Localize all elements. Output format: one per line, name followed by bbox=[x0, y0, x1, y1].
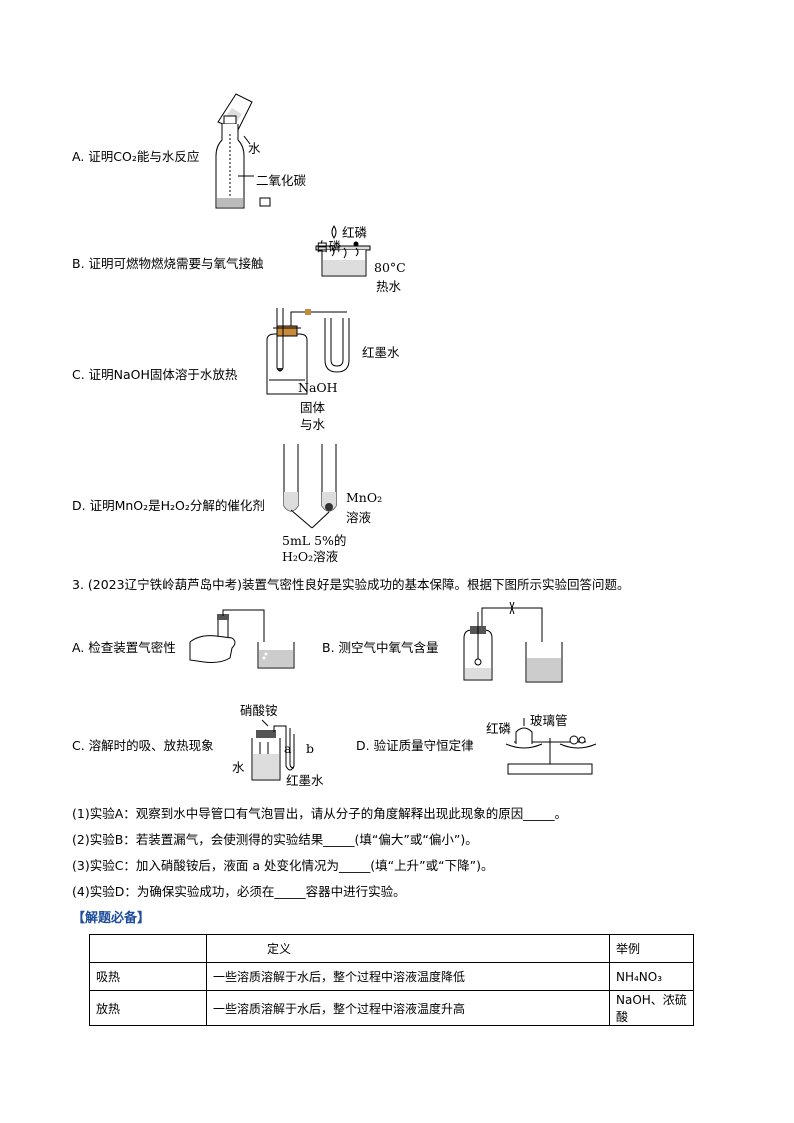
exp-a-text: A. 检查装置气密性 bbox=[72, 640, 176, 655]
subquestion-3: (3)实验C：加入硝酸铵后，液面 a 处变化情况为_____(填“上升”或“下降… bbox=[72, 858, 494, 873]
balance-diagram bbox=[505, 718, 597, 775]
table-cell: NH₄NO₃ bbox=[609, 962, 694, 991]
option-c-text: C. 证明NaOH固体溶于水放热 bbox=[72, 367, 238, 382]
label-h2o2: H₂O₂溶液 bbox=[282, 549, 339, 564]
exp-d-text: D. 验证质量守恒定律 bbox=[356, 738, 474, 753]
label-white-p: 白磷 bbox=[316, 239, 342, 254]
heat-table: 定义 举例 吸热 一些溶质溶解于水后，整个过程中溶液温度降低 NH₄NO₃ 放热… bbox=[89, 934, 694, 1026]
label-water-a: 水 bbox=[248, 141, 261, 156]
label-water-c: 水 bbox=[232, 760, 245, 775]
label-solid: 固体 bbox=[300, 400, 326, 415]
label-hot-water: 热水 bbox=[376, 279, 402, 294]
table-cell: NaOH、浓硫酸 bbox=[609, 990, 694, 1026]
label-red-ink-c: 红墨水 bbox=[362, 345, 400, 360]
label-red-p-d: 红磷 bbox=[486, 721, 512, 736]
table-header-row: 定义 举例 bbox=[89, 934, 694, 963]
oxygen-content-diagram bbox=[463, 601, 563, 683]
test-tubes-diagram bbox=[283, 444, 337, 529]
table-row: 吸热 一些溶质溶解于水后，整个过程中溶液温度降低 NH₄NO₃ bbox=[89, 962, 694, 991]
label-temp: 80°C bbox=[374, 260, 406, 275]
table-header-cell bbox=[89, 934, 207, 963]
option-a-text: A. 证明CO₂能与水反应 bbox=[72, 149, 200, 164]
subquestion-1: (1)实验A：观察到水中导管口有气泡冒出，请从分子的角度解释出现此现象的原因__… bbox=[72, 806, 568, 821]
label-5ml: 5mL 5%的 bbox=[282, 533, 347, 548]
naoh-heat-diagram bbox=[266, 308, 350, 395]
label-with-water: 与水 bbox=[300, 417, 326, 432]
table-header-cell: 举例 bbox=[609, 934, 694, 963]
subquestion-2: (2)实验B：若装置漏气，会使测得的实验结果_____(填“偏大”或“偏小”)。 bbox=[72, 832, 478, 847]
label-naoh: NaOH bbox=[298, 380, 338, 395]
table-cell: 一些溶质溶解于水后，整个过程中溶液温度降低 bbox=[206, 962, 610, 991]
section-title: 【解题必备】 bbox=[72, 911, 151, 926]
combustion-beaker-diagram bbox=[315, 225, 371, 277]
label-a: a bbox=[284, 741, 292, 756]
table-cell: 吸热 bbox=[89, 962, 207, 991]
label-solution: 溶液 bbox=[346, 510, 372, 525]
label-ammonium-nitrate: 硝酸铵 bbox=[240, 703, 278, 718]
option-d-text: D. 证明MnO₂是H₂O₂分解的催化剂 bbox=[72, 498, 265, 513]
co2-bottle-diagram bbox=[215, 93, 271, 209]
dissolution-heat-diagram bbox=[251, 719, 295, 781]
label-red-ink-exp: 红墨水 bbox=[286, 773, 324, 788]
table-row: 放热 一些溶质溶解于水后，整个过程中溶液温度升高 NaOH、浓硫酸 bbox=[89, 990, 694, 1026]
label-glass-tube: 玻璃管 bbox=[530, 713, 568, 728]
airtight-check-diagram bbox=[189, 609, 295, 669]
table-cell: 放热 bbox=[89, 990, 207, 1026]
table-header-cell: 定义 bbox=[206, 934, 610, 963]
exp-c-text: C. 溶解时的吸、放热现象 bbox=[72, 738, 214, 753]
label-b: b bbox=[306, 741, 315, 756]
question3-stem: 3. (2023辽宁铁岭葫芦岛中考)装置气密性良好是实验成功的基本保障。根据下图… bbox=[72, 577, 630, 592]
label-co2: 二氧化碳 bbox=[256, 173, 307, 188]
table-cell: 一些溶质溶解于水后，整个过程中溶液温度升高 bbox=[206, 990, 610, 1026]
option-b-text: B. 证明可燃物燃烧需要与氧气接触 bbox=[72, 256, 264, 271]
label-mno2: MnO₂ bbox=[346, 490, 383, 505]
subquestion-4: (4)实验D：为确保实验成功，必须在_____容器中进行实验。 bbox=[72, 884, 406, 899]
exp-b-text: B. 测空气中氧气含量 bbox=[322, 640, 439, 655]
label-red-p: 红磷 bbox=[342, 225, 368, 240]
